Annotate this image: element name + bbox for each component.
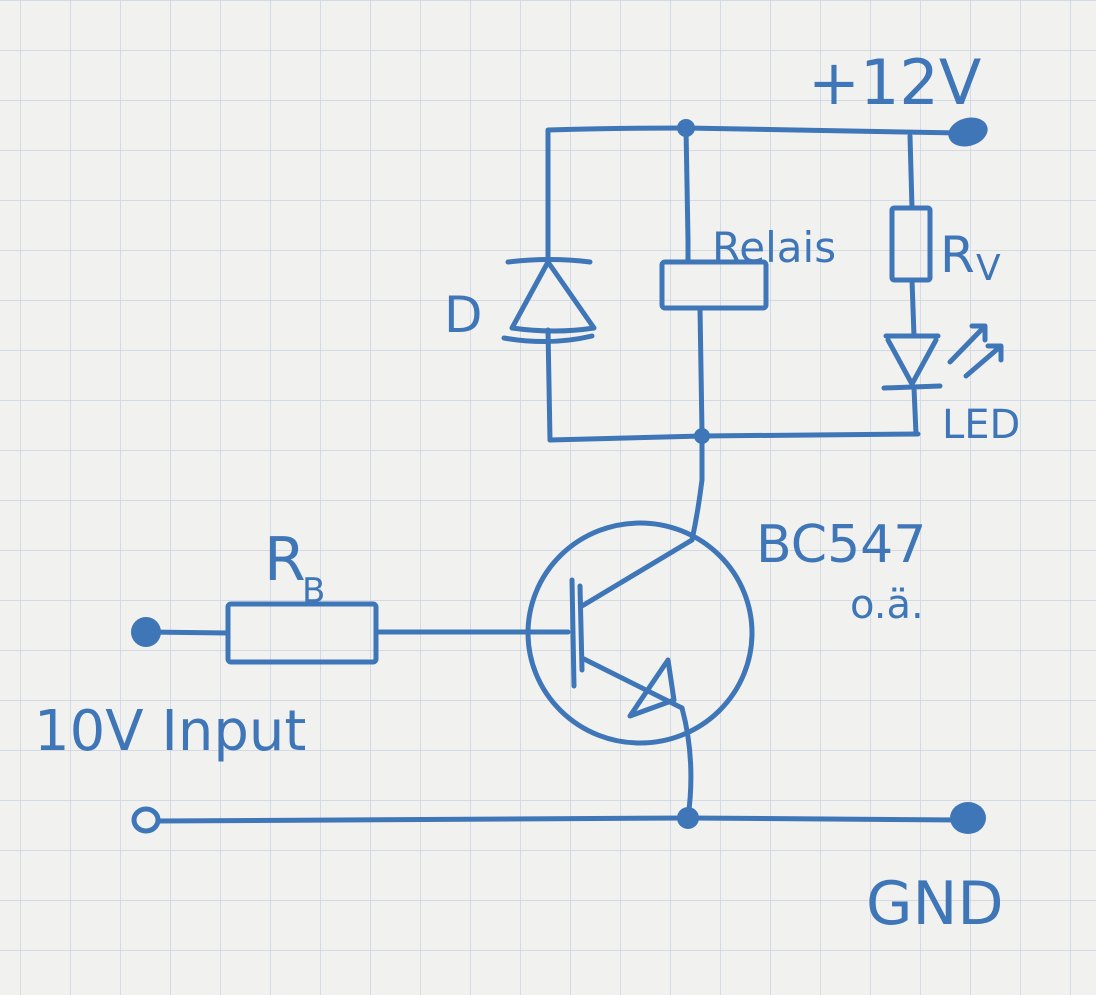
supply-label: +12V	[808, 46, 981, 119]
rb-label-main: R	[264, 525, 306, 595]
rv-label-sub: V	[976, 248, 1001, 289]
ground-rail	[131, 802, 986, 834]
transistor-label: BC547	[756, 515, 926, 575]
supply-junction	[677, 119, 695, 137]
diode-branch	[501, 137, 597, 443]
supply-terminal	[948, 117, 988, 147]
rb-label-sub: B	[302, 571, 325, 611]
transistor-note: o.ä.	[850, 582, 924, 628]
input-label: 10V Input	[34, 699, 306, 764]
base-input	[131, 601, 536, 665]
relay-label: Relais	[712, 223, 836, 272]
led-label: LED	[942, 402, 1020, 448]
ground-junction	[677, 807, 699, 829]
ground-terminal	[950, 802, 986, 834]
rv-label-main: R	[940, 226, 975, 284]
ground-label: GND	[866, 869, 1004, 939]
collector-junction	[694, 428, 710, 444]
relay-coil	[659, 237, 769, 435]
rv-led-branch	[881, 205, 1004, 437]
diode-label: D	[444, 286, 483, 344]
